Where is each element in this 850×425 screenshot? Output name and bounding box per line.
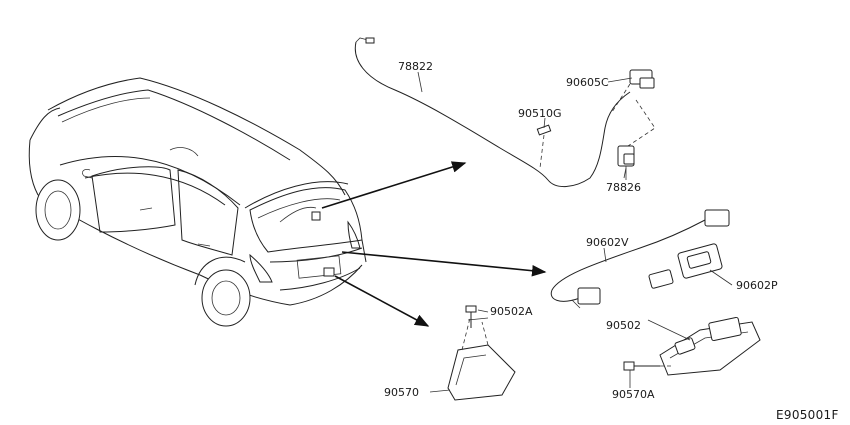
harness-end-connector-lower — [577, 287, 601, 305]
rear-wheel — [201, 269, 251, 327]
arrow-to-harness — [321, 161, 467, 209]
camera-78826 — [617, 145, 635, 180]
label-90502: 90502 — [606, 319, 641, 332]
rear-camera-on-vehicle — [311, 211, 321, 221]
label-78826: 78826 — [606, 181, 641, 194]
label-90602p: 90602P — [736, 279, 778, 292]
front-wheel — [35, 179, 81, 241]
harness-78822 — [354, 37, 631, 187]
harness-end-connector — [365, 37, 375, 44]
clip-90510g — [536, 124, 552, 136]
label-90570: 90570 — [384, 386, 419, 399]
label-90605c: 90605C — [566, 76, 609, 89]
vehicle-illustration — [28, 77, 367, 327]
bolt-90570a — [623, 361, 672, 371]
latch-90502 — [659, 316, 761, 376]
connector-90605c — [611, 69, 656, 147]
leader-lines — [417, 71, 733, 393]
diagram-code: E905001F — [776, 408, 839, 422]
label-78822: 78822 — [398, 60, 433, 73]
label-90510g: 90510G — [518, 107, 562, 120]
lamp-on-vehicle — [323, 267, 335, 277]
lamp-90570 — [447, 317, 516, 401]
pointer-arrows — [321, 161, 547, 327]
label-90502a: 90502A — [490, 305, 533, 318]
arrow-to-license-lamp — [334, 275, 430, 327]
arrow-to-camera-harness — [341, 251, 547, 277]
connector-90602p — [648, 243, 723, 289]
harness-90602v — [550, 209, 730, 309]
label-90602v: 90602V — [586, 236, 629, 249]
screw-90502a — [465, 305, 477, 328]
harness-end-connector-upper — [704, 209, 730, 227]
label-90570a: 90570A — [612, 388, 655, 401]
part-labels: 78822 90605C 90510G 78826 90602V 90602P … — [384, 60, 839, 422]
